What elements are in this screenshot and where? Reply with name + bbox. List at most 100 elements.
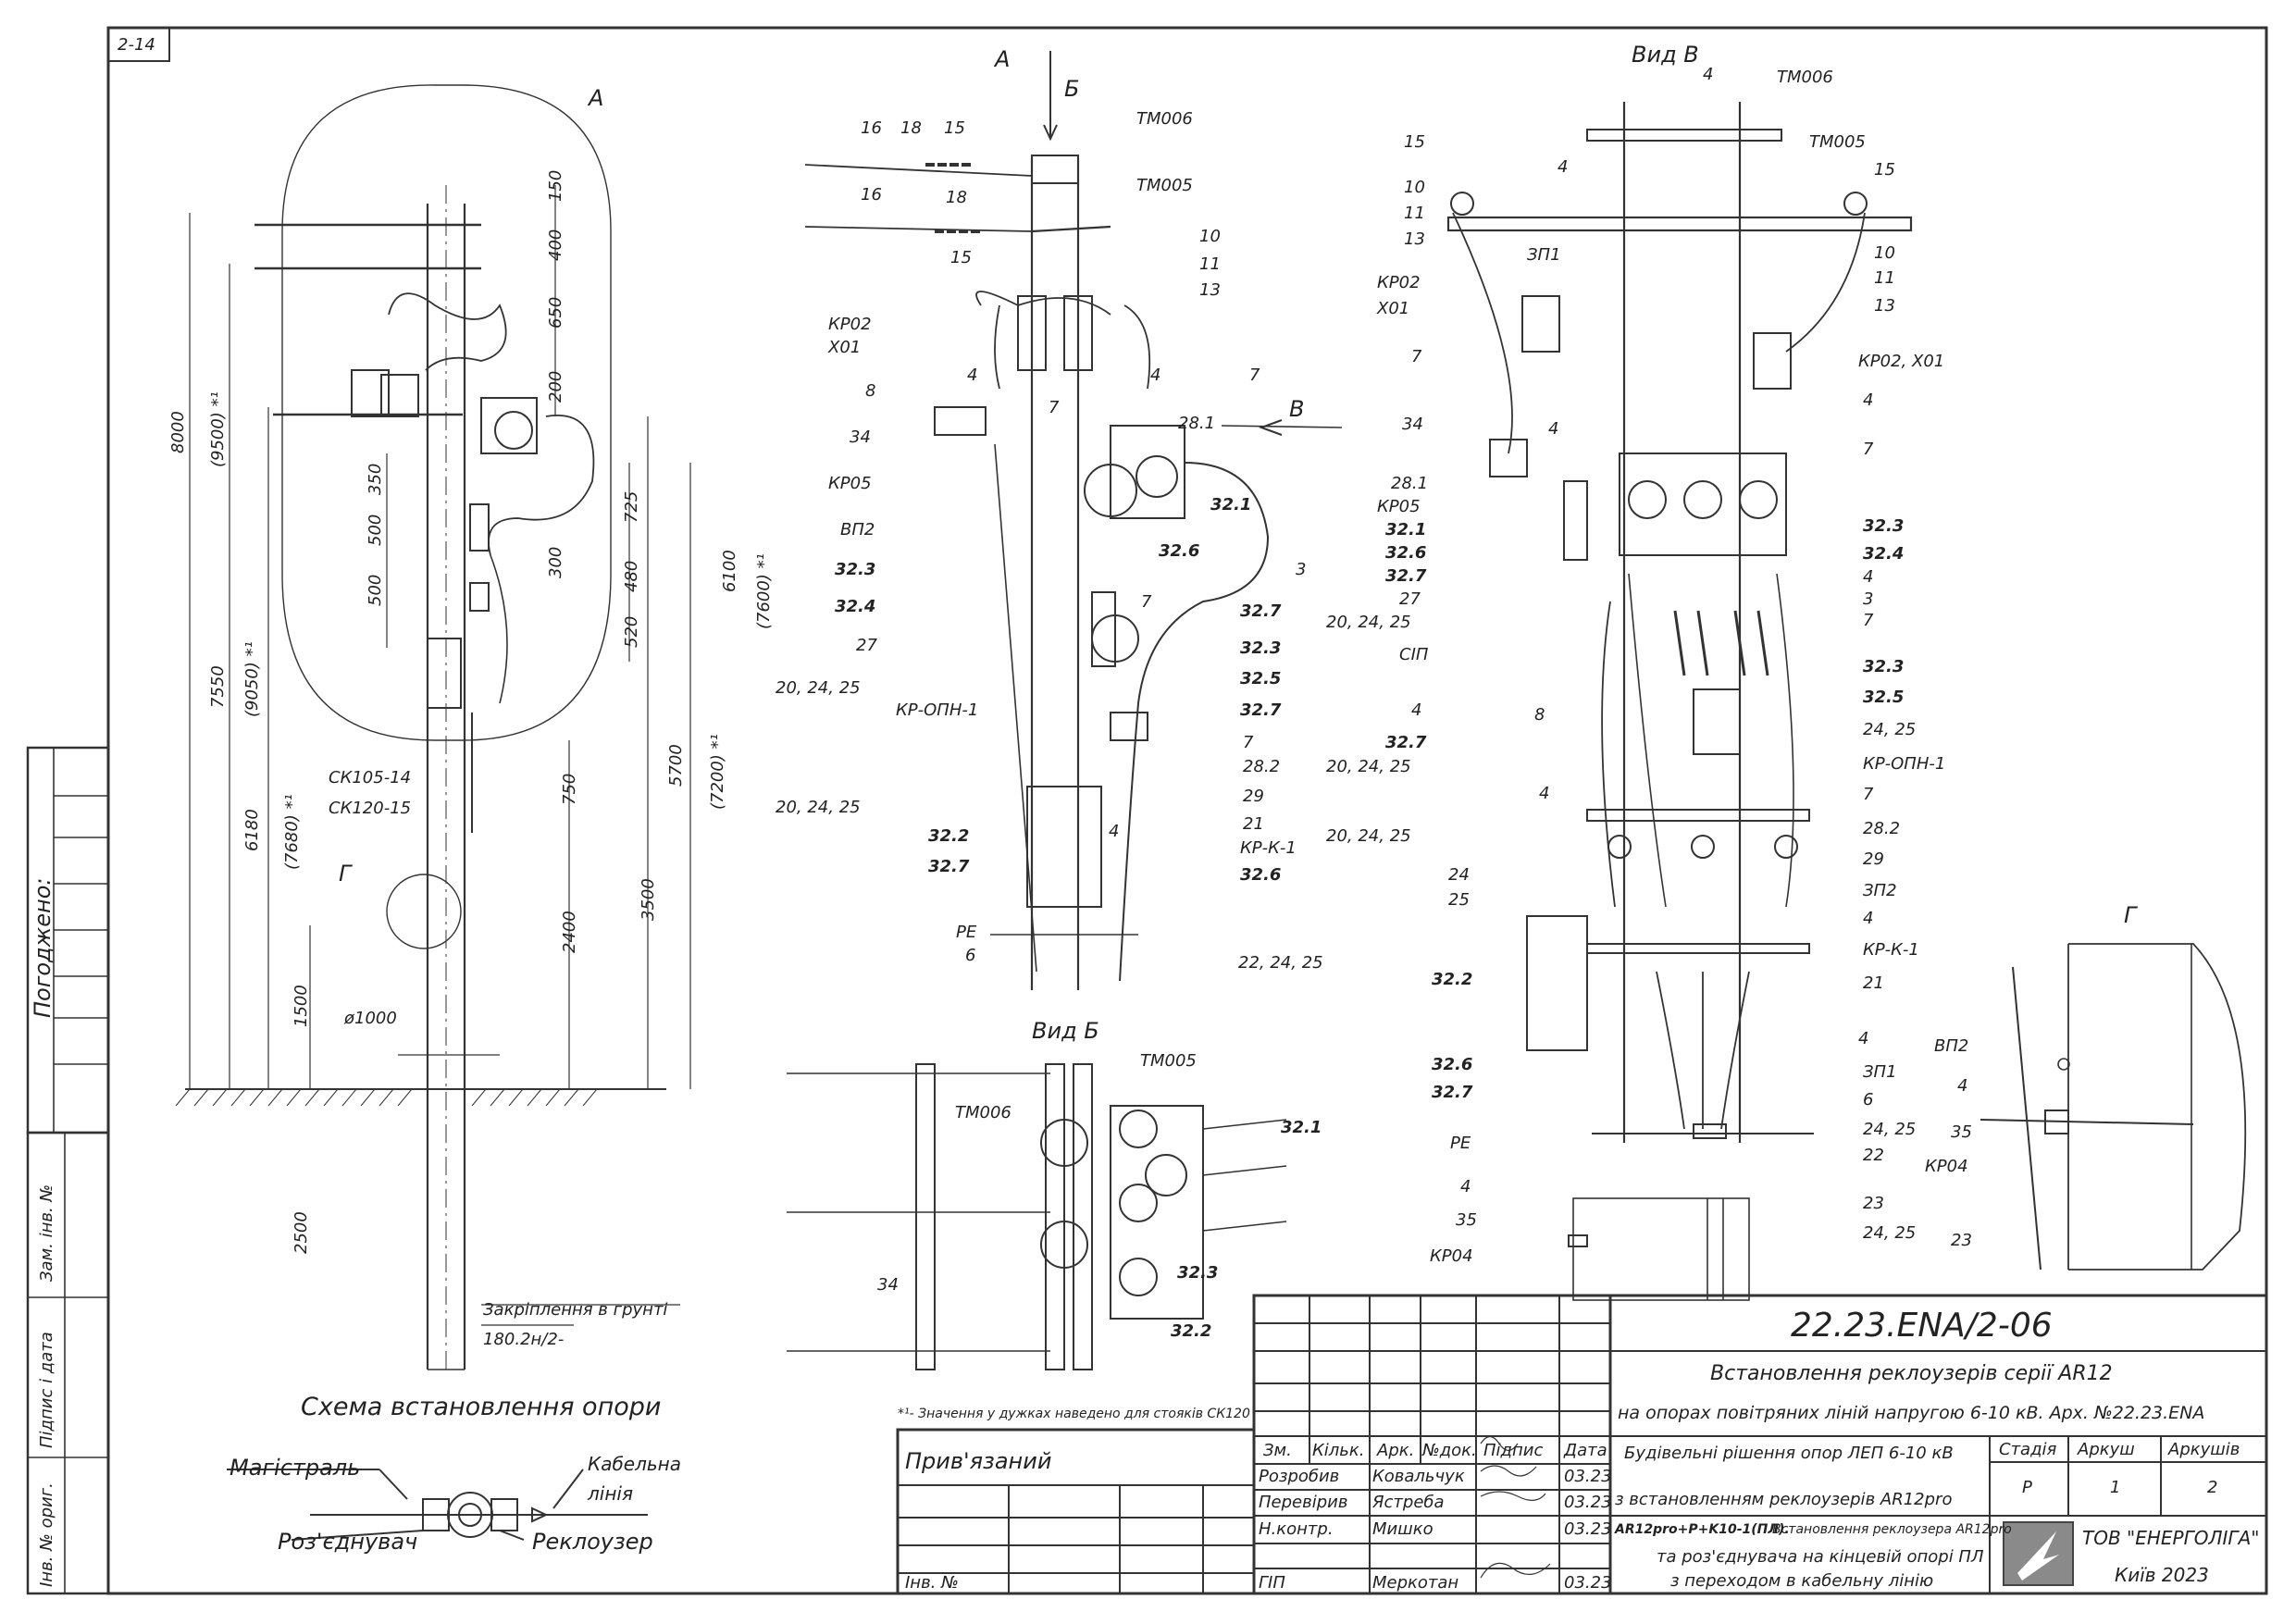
pole-type-2: СК120-15 <box>329 799 412 818</box>
sheet-desc-1: Встановлення реклоузера AR12pro <box>1772 1522 2012 1537</box>
mid-7d: 7 <box>1243 733 1254 752</box>
mid-32-4: 32.4 <box>835 597 876 616</box>
dim-650: 650 <box>546 296 565 329</box>
city-year: Київ 2023 <box>2115 1564 2209 1586</box>
mid-32-2: 32.2 <box>928 826 970 846</box>
title-line-1: Встановлення реклоузерів серії AR12 <box>1710 1362 2113 1385</box>
dim-6100: 6100 <box>720 550 739 592</box>
g-35: 35 <box>1951 1122 1972 1142</box>
inv-label: Інв. № <box>905 1573 959 1593</box>
diameter-label: ø1000 <box>344 1009 397 1028</box>
mid-7c: 7 <box>1141 592 1152 612</box>
vb-tm006: ТМ006 <box>955 1103 1011 1122</box>
rv-11a: 11 <box>1404 204 1425 223</box>
rv-4i: 4 <box>1460 1177 1471 1196</box>
view-b-drawing <box>787 1063 1287 1370</box>
dim-7680: (7680) *¹ <box>282 794 302 870</box>
ground-fix-1: Закріплення в грунті <box>483 1300 668 1320</box>
sig-name-3: Мишко <box>1372 1519 1433 1539</box>
ground-fix-2: 180.2н/2- <box>483 1330 565 1349</box>
cable-line-label-2: лінія <box>588 1482 634 1505</box>
dim-500b: 500 <box>366 574 385 606</box>
mid-32-3: 32.3 <box>835 560 876 579</box>
rv-21: 21 <box>1863 973 1884 993</box>
rv-6: 6 <box>1863 1090 1874 1110</box>
rv-pe: РЕ <box>1450 1134 1471 1153</box>
mid-kr05: КР05 <box>828 474 872 493</box>
mid-x01: Х01 <box>828 338 862 357</box>
corner-code: 2-14 <box>118 35 155 55</box>
sig-role-2: Перевірив <box>1259 1493 1348 1512</box>
vb-32-2: 32.2 <box>1171 1321 1212 1341</box>
rev-col-count: Кільк. <box>1312 1441 1365 1460</box>
dim-7200: (7200) *¹ <box>708 734 727 810</box>
mid-4b: 4 <box>1150 366 1161 385</box>
mid-32-6: 32.6 <box>1159 541 1200 561</box>
dim-6180: 6180 <box>242 809 262 851</box>
rv-24-25b: 24, 25 <box>1863 1120 1917 1139</box>
rv-4d: 4 <box>1863 567 1874 587</box>
mid-18a: 18 <box>900 118 922 138</box>
mid-15a: 15 <box>944 118 965 138</box>
bound-label: Прив'язаний <box>905 1448 1052 1474</box>
dim-725: 725 <box>622 490 641 523</box>
rev-col-sign: Підпис <box>1483 1441 1544 1460</box>
subtitle-line-1: Будівельні рішення опор ЛЕП 6-10 кВ <box>1624 1444 1954 1463</box>
sig-role-1: Розробив <box>1259 1467 1340 1486</box>
view-g-callout: Г <box>339 861 352 886</box>
mid-kr-k-1: КР-К-1 <box>1240 838 1297 858</box>
mid-11: 11 <box>1199 254 1221 274</box>
rv-kr02-x01: КР02, Х01 <box>1858 352 1945 371</box>
rv-20-24-25a: 20, 24, 25 <box>1326 613 1411 632</box>
rv-32-4: 32.4 <box>1863 544 1905 564</box>
rv-25: 25 <box>1448 890 1470 910</box>
rv-32-6: 32.6 <box>1385 543 1427 563</box>
rv-34: 34 <box>1402 415 1423 434</box>
dim-350: 350 <box>366 463 385 495</box>
mid-20-24-25b: 20, 24, 25 <box>776 798 861 817</box>
mid-16b: 16 <box>861 185 882 205</box>
rev-col-sheet: Арк. <box>1377 1441 1415 1460</box>
cable-line-label-1: Кабельна <box>588 1453 681 1475</box>
mid-29: 29 <box>1243 787 1264 806</box>
pole-elevation-view <box>804 51 1343 990</box>
dim-3500: 3500 <box>639 878 658 921</box>
rv-4f: 4 <box>1539 784 1550 803</box>
view-b-arrow-label: Б <box>1064 76 1080 102</box>
rv-kr-k-1: КР-К-1 <box>1863 940 1919 960</box>
g-4: 4 <box>1957 1076 1968 1096</box>
recloser-label: Реклоузер <box>532 1529 653 1555</box>
vb-32-3: 32.3 <box>1177 1263 1219 1283</box>
rv-zp2: ЗП2 <box>1863 881 1897 900</box>
rv-20-24-25c: 20, 24, 25 <box>1326 826 1411 846</box>
rv-tm005: ТМ005 <box>1809 132 1866 152</box>
rv-15b: 15 <box>1874 160 1895 180</box>
rev-col-doc: №док. <box>1422 1441 1477 1460</box>
rv-32-7: 32.7 <box>1385 566 1427 586</box>
view-v-arrow-label: В <box>1289 396 1305 422</box>
rv-zp1a: ЗП1 <box>1527 245 1561 265</box>
view-a-label: А <box>589 85 604 111</box>
dim-200: 200 <box>546 370 565 403</box>
sheet-value: 1 <box>2110 1478 2121 1497</box>
rv-28-1: 28.1 <box>1391 474 1429 493</box>
mid-8: 8 <box>865 381 876 401</box>
vb-32-1: 32.1 <box>1281 1118 1322 1137</box>
mid-kr-opn: КР-ОПН-1 <box>896 700 979 720</box>
stage-header: Стадія <box>1999 1440 2057 1459</box>
g-23: 23 <box>1951 1231 1972 1250</box>
mid-4c: 4 <box>1109 822 1120 841</box>
rv-7d: 7 <box>1863 785 1874 804</box>
mid-18b: 18 <box>946 188 967 207</box>
rv-24: 24 <box>1448 865 1470 885</box>
rv-kr-opn: КР-ОПН-1 <box>1863 754 1946 774</box>
rv-4-pair: 4 <box>1558 157 1569 177</box>
sheets-header: Аркушів <box>2168 1440 2240 1459</box>
side-label-orig: Інв. № ориг. <box>37 1482 56 1587</box>
sig-date-4: 03.23 <box>1564 1573 1612 1593</box>
view-v-drawing <box>1446 102 1913 1301</box>
inventory-strip <box>26 1131 110 1595</box>
mid-32-7c: 32.7 <box>928 857 970 876</box>
sig-name-2: Ястреба <box>1372 1493 1445 1512</box>
sheets-value: 2 <box>2207 1478 2218 1497</box>
